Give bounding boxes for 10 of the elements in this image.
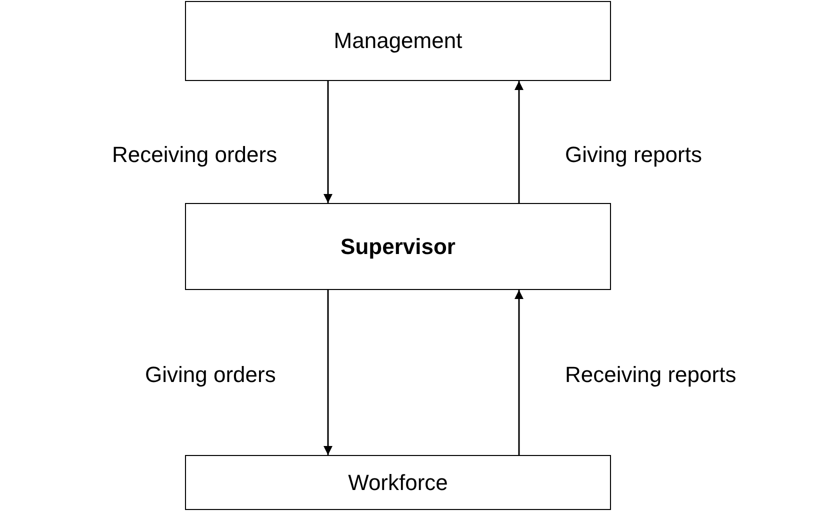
arrow (324, 290, 332, 455)
box-label: Supervisor (340, 234, 456, 260)
arrow (514, 81, 524, 203)
box-label: Workforce (348, 470, 448, 496)
process-box (185, 1, 611, 81)
process-box (185, 455, 611, 510)
process-box (185, 203, 611, 290)
box-label: Management (334, 28, 462, 54)
arrow (514, 290, 524, 455)
arrow (324, 81, 332, 203)
